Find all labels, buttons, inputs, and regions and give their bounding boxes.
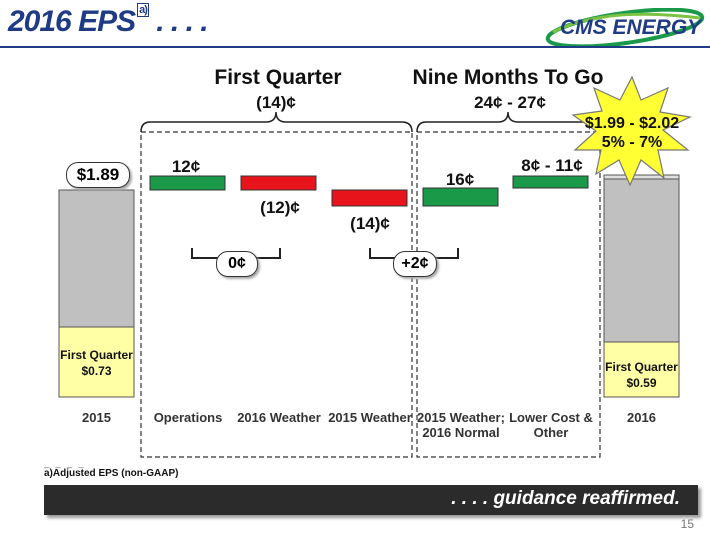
title-underline — [0, 46, 710, 48]
category-lower-cost-other: Lower Cost & Other — [509, 410, 593, 440]
bar-2015-weather — [331, 189, 408, 207]
group-title-nine-months: Nine Months To Go — [412, 66, 604, 89]
first-quarter-label-2015: First Quarter $0.73 — [60, 348, 133, 378]
callout-percent: 5% - 7% — [601, 134, 663, 151]
group-subtitle-nine-months: 24¢ - 27¢ — [474, 93, 546, 112]
category-2015: 2015 — [82, 410, 111, 425]
bar-2016-range — [603, 174, 680, 180]
group-subtitle-first-quarter: (14)¢ — [256, 93, 296, 112]
bar-2015-weather-2016-normal — [422, 187, 499, 207]
group-title-first-quarter: First Quarter — [214, 66, 342, 89]
cms-energy-logo — [545, 8, 705, 46]
title-dots: . . . . — [156, 5, 208, 38]
category-operations: Operations — [153, 410, 223, 425]
title-text: 2016 EPS — [8, 5, 136, 38]
bar-operations — [149, 175, 226, 191]
page-number: 15 — [680, 517, 694, 531]
label-2015-weather-2016-normal: 16¢ — [445, 170, 475, 189]
bar-lower-cost-other — [512, 175, 589, 189]
label-2016-weather: (12)¢ — [260, 198, 300, 217]
bracket-label-0: 0¢ — [216, 251, 258, 277]
label-lower-cost-other: 8¢ - 11¢ — [521, 156, 583, 175]
footnote-divider: _ _ _ _ — [44, 458, 86, 468]
category-2016: 2016 — [627, 410, 656, 425]
first-quarter-group-box — [140, 131, 413, 458]
logo-text: CMS ENERGY — [560, 16, 702, 39]
footnote: a)Adjusted EPS (non-GAAP) — [44, 468, 179, 479]
category-2015-weather-2016-normal: 2015 Weather; 2016 Normal — [417, 410, 505, 440]
title-footnote-mark: a) — [137, 3, 149, 17]
footer-text: . . . . guidance reaffirmed. — [451, 488, 680, 509]
bar-2015-first-quarter — [58, 326, 135, 398]
label-2015-total: $1.89 — [66, 162, 130, 188]
callout-range: $1.99 - $2.02 — [584, 115, 680, 132]
category-2015-weather: 2015 Weather — [328, 410, 412, 425]
bar-2016-first-quarter — [603, 341, 680, 398]
label-2015-weather: (14)¢ — [350, 214, 390, 233]
nine-months-group-box — [416, 131, 601, 458]
category-2016-weather: 2016 Weather — [237, 410, 321, 425]
label-operations: 12¢ — [171, 157, 201, 176]
bar-2016-remaining — [603, 178, 680, 343]
bar-2015-remaining — [58, 189, 135, 328]
bar-2016-weather — [240, 175, 317, 191]
callout-starburst — [571, 75, 692, 187]
first-quarter-label-2016: First Quarter $0.59 — [605, 360, 678, 390]
bracket-label-2: +2¢ — [393, 251, 437, 277]
first-quarter-brace — [140, 111, 413, 133]
footer-banner: . . . . guidance reaffirmed. — [44, 485, 698, 515]
